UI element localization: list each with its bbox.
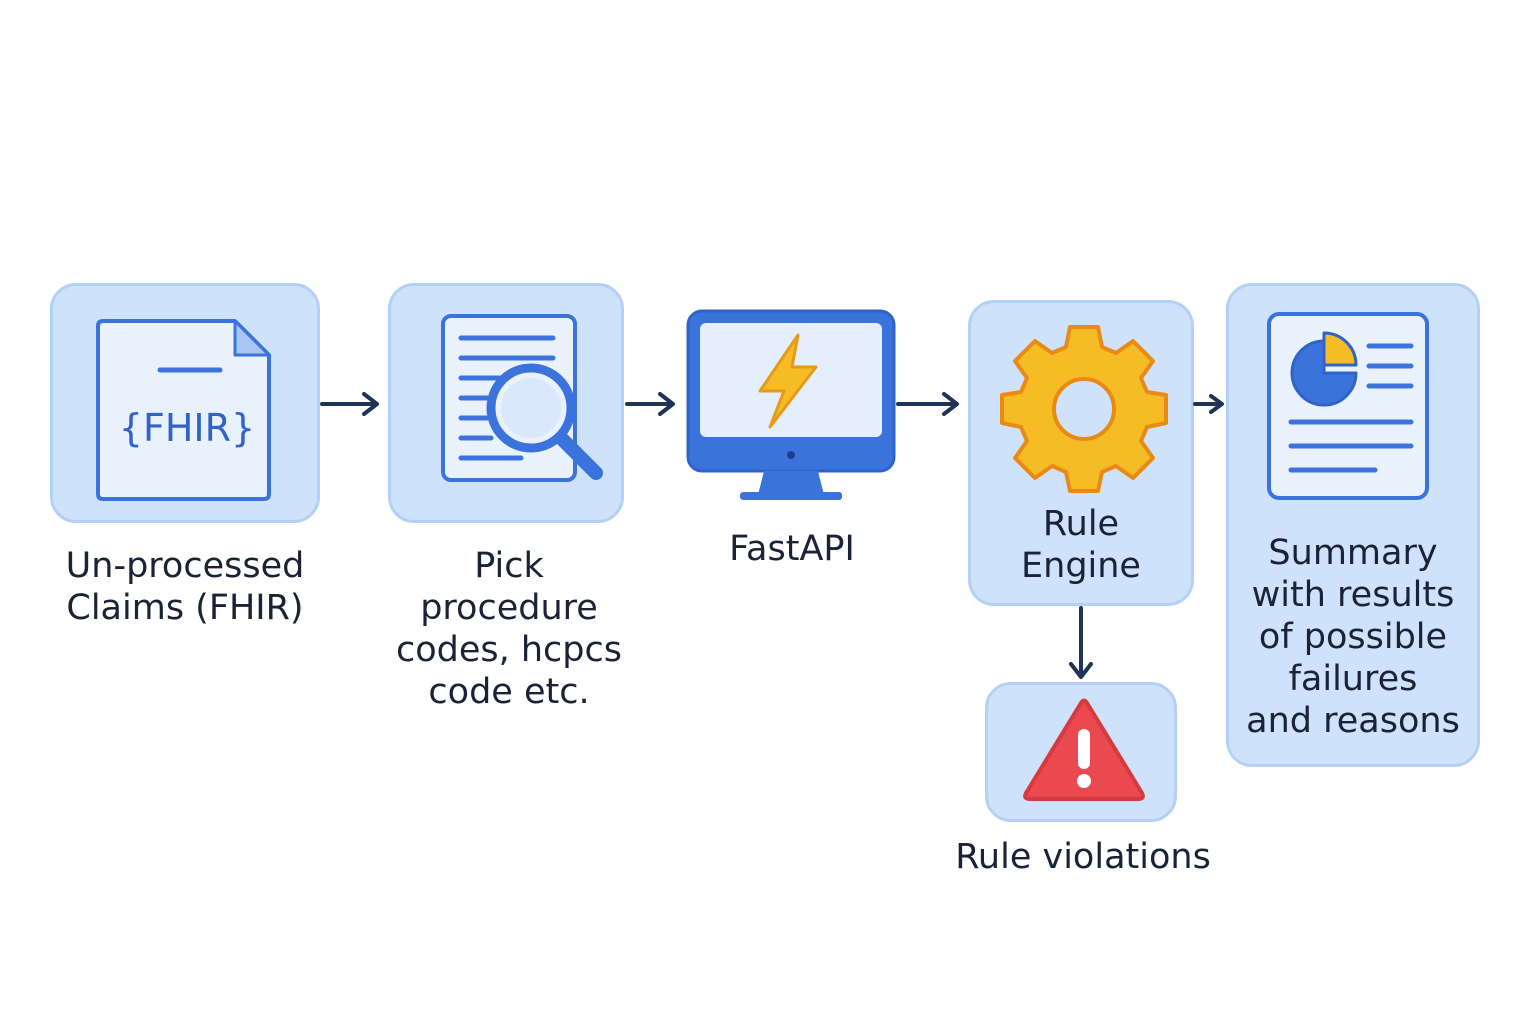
arrow-claims-to-pick <box>320 392 379 416</box>
pick-codes-label-line: procedure <box>420 588 598 628</box>
rule-engine-tile: Rule Engine <box>968 300 1194 606</box>
pick-codes-label-line: codes, hcpcs <box>395 630 622 670</box>
claims-label-line: Un-processed <box>65 546 305 586</box>
pick-codes-tile <box>388 283 624 523</box>
summary-label-line: with results <box>1251 575 1455 615</box>
violations-tile <box>985 682 1177 822</box>
arrow-rule-engine-to-violations <box>1069 606 1093 679</box>
report-chart-icon <box>1267 312 1429 500</box>
arrow-pick-to-fastapi <box>625 392 675 416</box>
claims-tile: {FHIR} <box>50 283 320 523</box>
summary-label: Summary with results of possible failure… <box>1229 532 1477 742</box>
fastapi-label-line: FastAPI <box>729 529 855 569</box>
claims-label: Un-processed Claims (FHIR) <box>40 545 330 629</box>
violations-label-line: Rule violations <box>955 837 1211 877</box>
pick-codes-label-line: Pick <box>474 546 544 586</box>
violations-label: Rule violations <box>948 836 1218 878</box>
arrow-fastapi-to-rule-engine <box>896 392 959 416</box>
monitor-lightning-icon <box>686 309 896 500</box>
rule-engine-label-line: Engine <box>1021 546 1141 586</box>
rule-engine-label: Rule Engine <box>971 503 1191 587</box>
fastapi-label: FastAPI <box>672 528 912 570</box>
fhir-document-icon: {FHIR} <box>96 319 271 501</box>
rule-engine-label-line: Rule <box>1042 504 1120 544</box>
warning-icon <box>1023 698 1145 801</box>
summary-label-line: of possible <box>1258 617 1448 657</box>
summary-label-line: Summary <box>1268 533 1438 573</box>
summary-label-line: failures <box>1288 659 1418 699</box>
summary-tile: Summary with results of possible failure… <box>1226 283 1480 767</box>
pick-codes-label: Pick procedure codes, hcpcs code etc. <box>376 545 642 713</box>
pick-codes-label-line: code etc. <box>428 672 590 712</box>
claims-label-line: Claims (FHIR) <box>66 588 304 628</box>
document-search-icon <box>441 314 603 482</box>
gear-icon <box>1000 325 1168 493</box>
arrow-rule-engine-to-summary <box>1193 394 1224 414</box>
fhir-icon-text: {FHIR} <box>119 406 255 450</box>
summary-label-line: and reasons <box>1246 701 1460 741</box>
